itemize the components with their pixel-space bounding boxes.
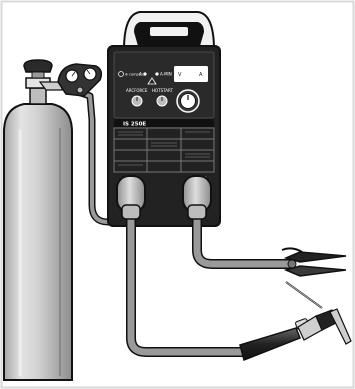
knob-b-label: HOTSTART bbox=[152, 88, 173, 93]
cylinder-body bbox=[4, 104, 72, 380]
display-label-left: V bbox=[178, 72, 182, 78]
control-panel bbox=[114, 52, 214, 118]
indicator-light-mid bbox=[155, 72, 158, 75]
valve-handwheel-icon[interactable] bbox=[24, 60, 52, 72]
earth-clamp bbox=[282, 248, 346, 276]
indicator-label-left: A bbox=[139, 72, 142, 77]
torch-nozzle bbox=[330, 309, 351, 344]
handle-bar bbox=[150, 27, 188, 36]
indicator-light-left bbox=[143, 72, 146, 75]
cylinder-neck bbox=[30, 88, 46, 104]
model-label: IS 250E bbox=[123, 122, 146, 128]
knob-a-label: ARCFORCE bbox=[126, 88, 148, 93]
regulator-adjust-knob[interactable] bbox=[77, 87, 83, 93]
indicator-label-mid: A-MIN bbox=[160, 72, 172, 77]
gas-cylinder bbox=[4, 60, 72, 380]
tig-torch bbox=[240, 282, 351, 360]
gas-regulator bbox=[58, 64, 101, 96]
torch-cable-outline bbox=[131, 214, 246, 352]
torch-cable bbox=[131, 214, 246, 352]
brand-label: ⊕ company bbox=[125, 73, 145, 77]
torch-handle bbox=[240, 328, 300, 360]
display-label-right: A bbox=[199, 72, 203, 78]
